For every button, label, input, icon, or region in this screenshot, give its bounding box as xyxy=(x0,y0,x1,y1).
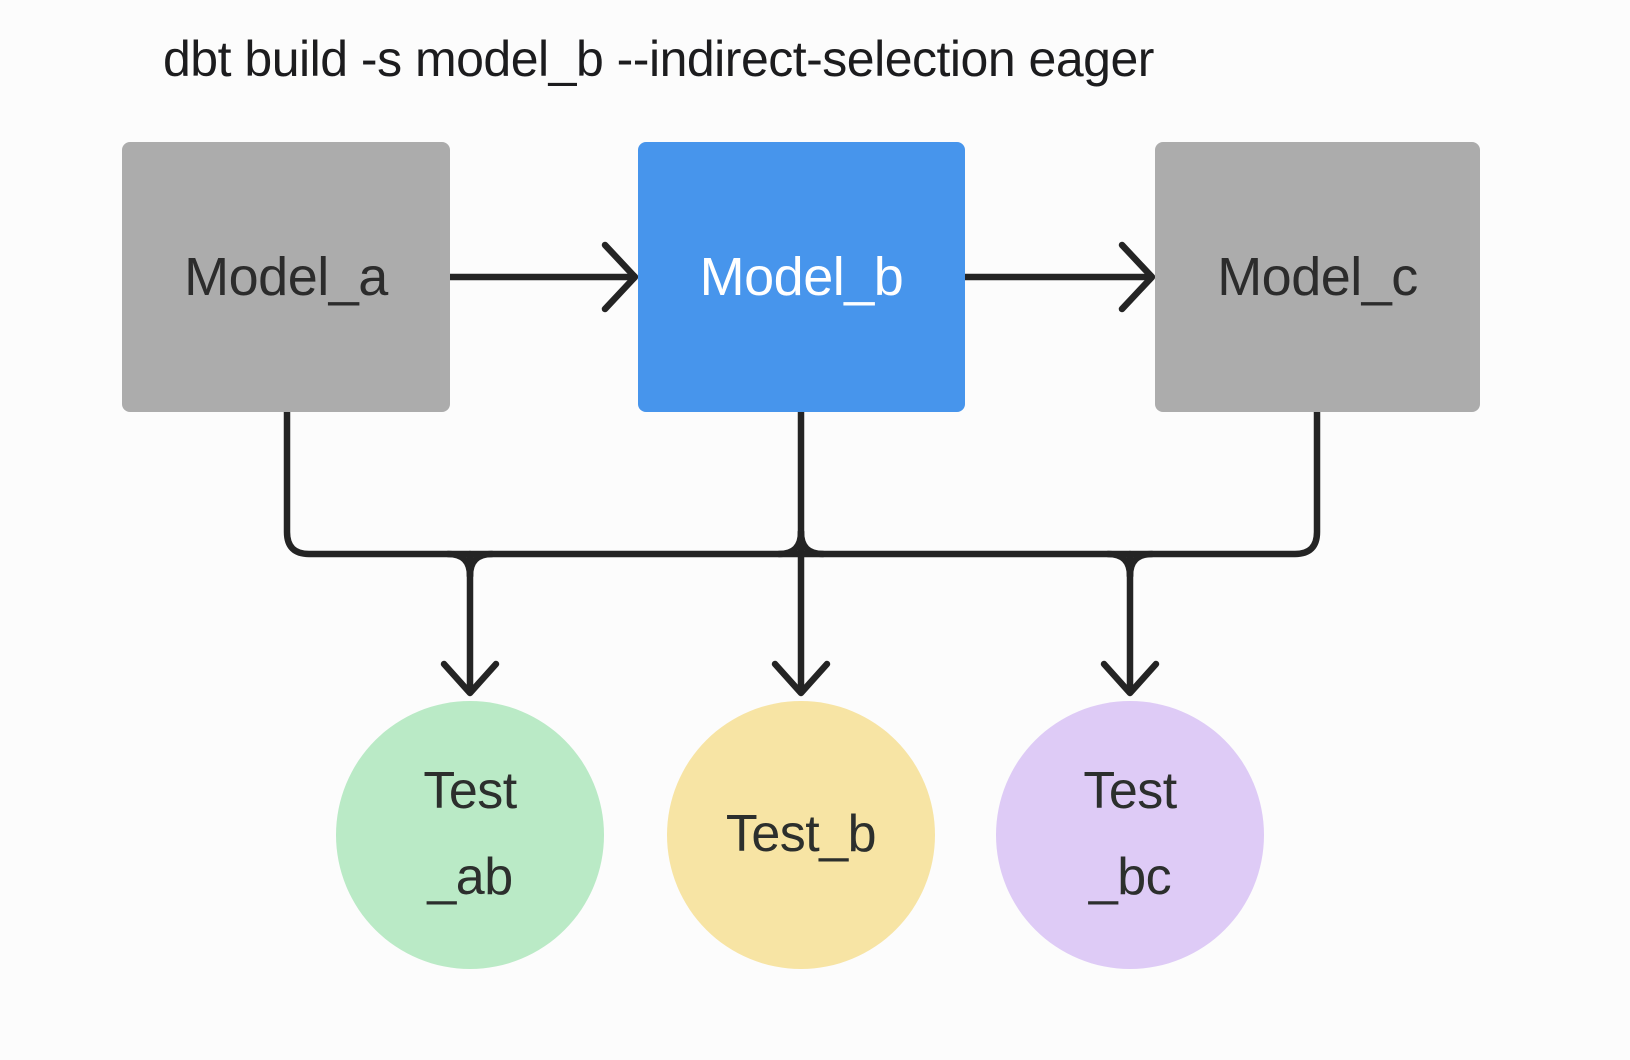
junction-fillet xyxy=(444,550,474,580)
node-test-b-label-line1: Test_b xyxy=(725,805,877,864)
node-model-b-label: Model_b xyxy=(699,247,904,307)
junction-fillet xyxy=(1104,550,1134,580)
node-model-c: Model_c xyxy=(1155,142,1480,412)
node-test-ab-label-line1: Test xyxy=(423,762,517,821)
arrowhead-down-icon xyxy=(440,660,500,697)
node-test-ab: Test _ab xyxy=(336,701,604,969)
node-model-a-label: Model_a xyxy=(184,247,388,307)
node-model-a: Model_a xyxy=(122,142,450,412)
junction-fillet xyxy=(797,528,827,558)
junction-fillet xyxy=(1126,550,1156,580)
node-test-bc: Test _bc xyxy=(996,701,1264,969)
node-model-c-label: Model_c xyxy=(1217,247,1418,307)
arrowhead-right-icon xyxy=(1118,241,1156,313)
node-model-b-selected: Model_b xyxy=(638,142,965,412)
junction-fillet xyxy=(775,528,805,558)
arrowhead-right-icon xyxy=(601,241,639,313)
node-test-bc-label-line2: _bc xyxy=(1088,848,1172,906)
arrowhead-down-icon xyxy=(771,660,831,697)
node-test-ab-label-line2: _ab xyxy=(427,848,513,906)
diagram-title-command: dbt build -s model_b --indirect-selectio… xyxy=(163,31,1154,87)
edge-lines xyxy=(283,241,1321,697)
arrowhead-down-icon xyxy=(1100,660,1160,697)
node-test-b: Test_b xyxy=(667,701,935,969)
junction-fillet xyxy=(466,550,496,580)
node-test-bc-label-line1: Test xyxy=(1083,762,1177,821)
